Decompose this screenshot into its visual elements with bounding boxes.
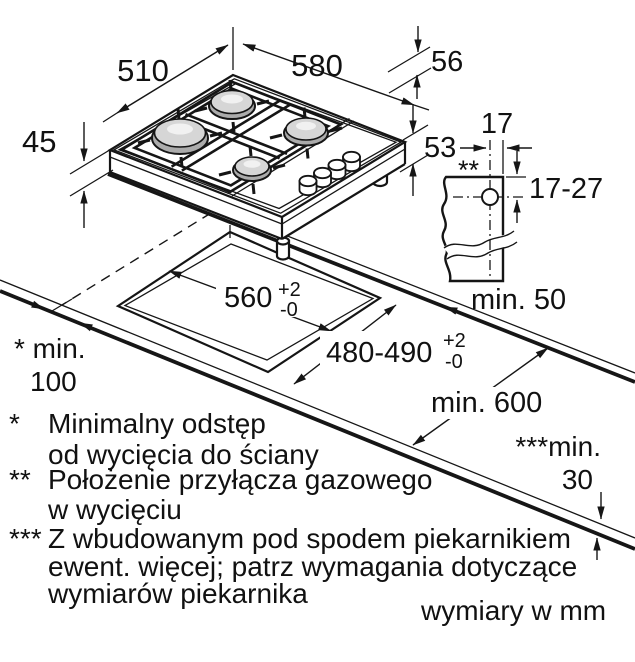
dimension-width-580: 580 bbox=[242, 43, 430, 111]
grate-prongs bbox=[218, 145, 286, 195]
dim-label-510: 510 bbox=[117, 53, 169, 88]
dimension-clearance-back-min50: min. 50 bbox=[444, 284, 566, 316]
dim-label-min30: ***min. bbox=[515, 431, 601, 462]
grate-prongs bbox=[269, 107, 343, 159]
dim-value-min30: 30 bbox=[562, 464, 593, 495]
wall-edge-line bbox=[107, 172, 635, 384]
dim-label-480-490: 480-490 bbox=[326, 337, 432, 369]
dimension-clearance-side-min100: * min. 100 bbox=[14, 296, 109, 397]
control-knobs bbox=[298, 150, 361, 197]
burner-left-large bbox=[137, 108, 223, 168]
dim-label-560: 560 bbox=[224, 282, 272, 314]
control-knob bbox=[298, 174, 318, 197]
footnote-text: w wycięciu bbox=[47, 494, 182, 525]
dim-label-17: 17 bbox=[481, 108, 513, 140]
footnote-text: Minimalny odstęp bbox=[48, 408, 266, 439]
dimension-height-56: 56 bbox=[387, 26, 463, 99]
control-strip-divider bbox=[231, 120, 355, 197]
projection-foot-tick bbox=[51, 298, 73, 312]
dimension-height-53: 53 bbox=[399, 104, 456, 196]
dimension-depth-510: 510 bbox=[102, 27, 234, 123]
footnote-2: ** Położenie przyłącza gazowego w wycięc… bbox=[9, 464, 432, 525]
dimension-gas-offset-17: 17 bbox=[460, 108, 532, 152]
dim-label-17-27: 17-27 bbox=[529, 173, 603, 205]
dimension-worktop-depth-min600: min. 600 bbox=[412, 347, 549, 446]
footnote-3: *** Z wbudowanym pod spodem piekarnikiem… bbox=[9, 523, 577, 609]
dimension-worktop-thickness-min30: ***min. 30 bbox=[515, 431, 605, 560]
burner-right bbox=[269, 107, 343, 159]
dim-label-56: 56 bbox=[431, 46, 463, 78]
dim-label-580: 580 bbox=[291, 48, 343, 83]
footnote-marker: * bbox=[9, 408, 20, 439]
footnote-marker: *** bbox=[9, 523, 42, 554]
dim-label-min100: * min. bbox=[14, 333, 86, 364]
units-note: wymiary w mm bbox=[420, 595, 606, 626]
footnote-text: Z wbudowanym pod spodem piekarnikiem bbox=[48, 523, 571, 554]
gas-connection-hole bbox=[481, 188, 499, 206]
footnote-marker: ** bbox=[9, 464, 31, 495]
section-break-wave bbox=[446, 241, 518, 260]
projection-dashed-line bbox=[61, 212, 212, 306]
section-break-mask bbox=[443, 230, 522, 258]
control-knob bbox=[342, 150, 361, 173]
tolerance-plus: +2 bbox=[278, 279, 301, 301]
dim-value-min100: 100 bbox=[30, 366, 77, 397]
footnote-text: wymiarów piekarnika bbox=[47, 578, 308, 609]
hob-body-left-face bbox=[110, 150, 282, 239]
tolerance-minus: -0 bbox=[280, 299, 298, 321]
hob-edge-band bbox=[109, 148, 406, 225]
footnotes: * Minimalny odstęp od wycięcia do ściany… bbox=[9, 408, 577, 609]
tolerance-plus: +2 bbox=[443, 330, 466, 352]
control-knob bbox=[313, 166, 332, 189]
dimensions: 510 580 56 53 45 bbox=[14, 26, 605, 560]
gas-connection-detail bbox=[441, 140, 526, 283]
dimension-built-in-depth-45: 45 bbox=[22, 122, 114, 228]
footnote-text: od wycięcia do ściany bbox=[48, 439, 319, 470]
hob-leg-front bbox=[275, 236, 291, 261]
footnote-text: Położenie przyłącza gazowego bbox=[48, 464, 432, 495]
hob-body-right-face bbox=[282, 142, 405, 239]
footnote-text: ewent. więcej; patrz wymagania dotyczące bbox=[48, 551, 577, 582]
dim-label-min50: min. 50 bbox=[471, 284, 566, 316]
footnote-1: * Minimalny odstęp od wycięcia do ściany bbox=[9, 408, 319, 470]
hob-top-surface bbox=[107, 73, 408, 219]
section-break-wave bbox=[443, 230, 515, 249]
tolerance-minus: -0 bbox=[445, 351, 463, 373]
control-knob bbox=[327, 158, 347, 181]
dim-label-min600: min. 600 bbox=[431, 387, 542, 419]
dim-label-53: 53 bbox=[424, 132, 456, 164]
dim-label-45: 45 bbox=[22, 124, 56, 159]
burner-front bbox=[218, 145, 286, 195]
gas-connection-marker: ** bbox=[458, 155, 480, 185]
dimension-gas-depth-17-27: 17-27 bbox=[513, 151, 603, 223]
worktop-front-edge-top bbox=[0, 279, 635, 539]
